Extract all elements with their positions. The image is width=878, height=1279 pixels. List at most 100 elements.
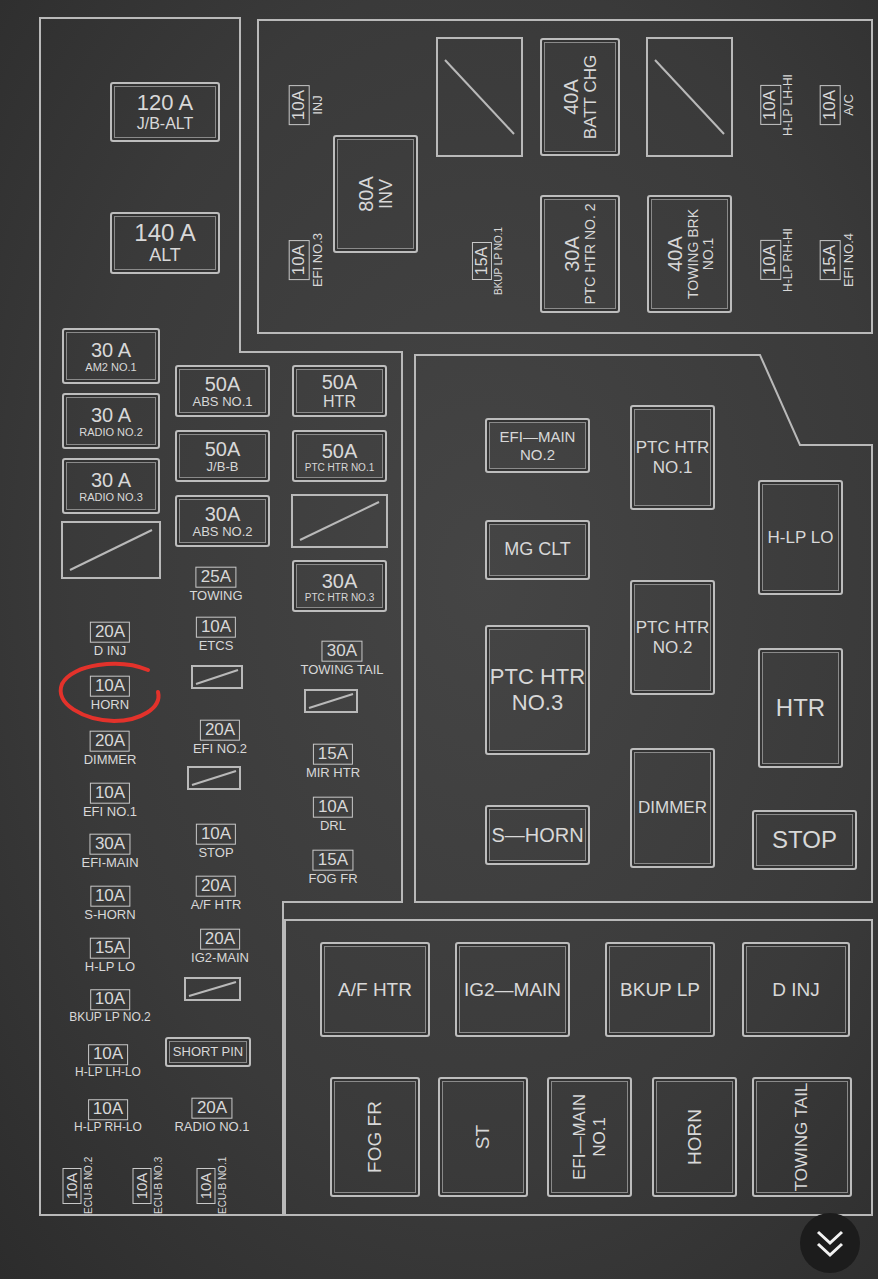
fuse-name: IG2-MAIN xyxy=(191,950,249,965)
slot-label-group: 40ABATT CHG xyxy=(560,55,601,139)
fuse-slot: 30ATOWING TAIL xyxy=(290,637,394,681)
relay-name: EFI—MAIN NO.1 xyxy=(569,1081,610,1193)
fuse-name: ECU-B NO.2 xyxy=(82,1158,94,1214)
fuse-rating: 30 A xyxy=(79,469,143,491)
fuse-name: EFI NO.3 xyxy=(310,233,325,287)
fuse-name: PTC HTR NO. 2 xyxy=(583,203,598,304)
relay-slot: STOP xyxy=(752,810,857,870)
slot-label-group: HTR xyxy=(776,694,825,723)
slot-label-group: 15AEFI NO.4 xyxy=(820,233,857,287)
relay-slot: IG2—MAIN xyxy=(455,942,570,1037)
scroll-button xyxy=(800,1213,860,1273)
fuse-name: PTC HTR NO.1 xyxy=(305,462,374,473)
slot-label-group: 10AS-HORN xyxy=(84,886,135,923)
relay-slot: PTC HTR NO.2 xyxy=(630,580,715,695)
fuse-name: H-LP LH-HI xyxy=(782,74,796,136)
slot-label-group: 140 AALT xyxy=(134,220,195,266)
relay-name: PTC HTR NO.3 xyxy=(489,664,586,717)
fuse-rating: 80A xyxy=(355,176,377,212)
fuse-name: INV xyxy=(377,176,397,212)
relay-slot: EFI—MAIN NO.2 xyxy=(485,418,590,473)
fuse-name: ABS NO.1 xyxy=(193,395,253,409)
slot-label-group: 20AIG2-MAIN xyxy=(191,929,249,966)
slot-label-group: 10ADRL xyxy=(313,797,353,834)
slot-label-group: H-LP LO xyxy=(768,527,834,547)
fuse-slot: 10AINJ xyxy=(280,55,334,155)
slot-label-group: 30 AAM2 NO.1 xyxy=(85,339,136,373)
slot-label-group: S—HORN xyxy=(491,823,583,847)
slot-label-group: 10AINJ xyxy=(289,85,326,125)
fuse-slot: 15AH-LP LO xyxy=(62,934,158,978)
fuse-name: H-LP LO xyxy=(85,959,135,974)
slot-label-group: 10AETCS xyxy=(196,617,236,654)
fuse-slot: 10AS-HORN xyxy=(62,882,158,926)
relay-name: MG CLT xyxy=(504,539,571,561)
fuse-rating: 20A xyxy=(200,929,240,950)
relay-slot: TOWING TAIL xyxy=(752,1077,852,1197)
fuse-slot: 40ATOWING BRK NO.1 xyxy=(647,195,732,313)
relay-name: PTC HTR NO.2 xyxy=(634,617,711,658)
fuse-slot: 10ABKUP LP NO.2 xyxy=(58,985,162,1029)
fuse-name: ETCS xyxy=(196,638,236,653)
fuse-name: A/F HTR xyxy=(191,897,242,912)
relay-name: HTR xyxy=(776,694,825,723)
empty-slots xyxy=(62,38,732,1000)
fuse-name: MIR HTR xyxy=(306,765,360,780)
fuse-rating: 10A xyxy=(90,886,130,907)
fuse-rating: 20A xyxy=(90,622,130,643)
slot-label-group: 10AA/C xyxy=(820,85,857,125)
fuse-rating: 10A xyxy=(196,824,236,845)
slot-label-group: 30APTC HTR NO.3 xyxy=(305,570,374,603)
relay-name: SHORT PIN xyxy=(173,1044,243,1060)
relay-name: EFI—MAIN NO.2 xyxy=(489,428,586,464)
slot-label-group: 15ABKUP LP NO.1 xyxy=(472,227,504,295)
relay-slot: EFI—MAIN NO.1 xyxy=(547,1077,632,1197)
relay-name: BKUP LP xyxy=(620,978,700,1001)
fuse-slot: 30AEFI-MAIN xyxy=(62,830,158,874)
fuse-rating: 50A xyxy=(205,438,241,460)
fuse-slot: 30 ARADIO NO.3 xyxy=(62,458,160,514)
relay-slot: D INJ xyxy=(742,942,850,1037)
slot-label-group: 10AH-LP LH-LO xyxy=(75,1044,141,1079)
fuse-rating: 10A xyxy=(820,85,841,125)
slot-label-group: 20AA/F HTR xyxy=(191,876,242,913)
fuse-slot: 50APTC HTR NO.1 xyxy=(292,430,387,482)
relay-slot: BKUP LP xyxy=(605,942,715,1037)
fuse-slot: 10ADRL xyxy=(295,793,371,837)
relay-slot: PTC HTR NO.1 xyxy=(630,405,715,510)
slot-label-group: PTC HTR NO.1 xyxy=(634,437,711,478)
fuse-rating: 30A xyxy=(90,834,130,855)
fuse-rating: 30A xyxy=(305,570,374,592)
fuse-rating: 50A xyxy=(305,440,374,462)
fuse-rating: 140 A xyxy=(134,220,195,246)
fuse-name: TOWING BRK NO.1 xyxy=(685,199,716,309)
fuse-slot: 10AH-LP LH-LO xyxy=(58,1040,158,1084)
slot-label-group: D INJ xyxy=(772,978,820,1001)
fuse-rating: 20A xyxy=(90,731,130,752)
slot-label-group: 15AMIR HTR xyxy=(306,744,360,781)
relay-name: DIMMER xyxy=(638,798,707,818)
slot-label-group: 10AECU-B NO.2 xyxy=(63,1158,94,1214)
fuse-slot: 20ADIMMER xyxy=(62,727,158,771)
fuse-rating: 15A xyxy=(472,242,492,280)
fuse-rating: 20A xyxy=(200,720,240,741)
slot-label-group: 50APTC HTR NO.1 xyxy=(305,440,374,473)
fuse-slot: 50AJ/B-B xyxy=(175,430,270,482)
slot-label-group: 10AEFI NO.3 xyxy=(289,233,326,287)
fuse-rating: 10A xyxy=(90,783,130,804)
fuse-rating: 10A xyxy=(289,240,310,280)
fuse-rating: 30 A xyxy=(85,339,136,361)
fuse-name: H-LP RH-HI xyxy=(782,228,796,292)
fuse-name: H-LP RH-LO xyxy=(74,1121,142,1135)
fuse-slot: 40ABATT CHG xyxy=(540,38,620,156)
fuse-slot: 20AD INJ xyxy=(68,618,152,662)
slot-label-group: MG CLT xyxy=(504,539,571,561)
fuse-name: ECU-B NO.1 xyxy=(216,1158,228,1214)
fuse-slot: 30AABS NO.2 xyxy=(175,495,270,547)
fuse-slot: 50AHTR xyxy=(292,365,387,417)
fuse-rating: 10A xyxy=(90,676,130,697)
slot-label-group: 50AJ/B-B xyxy=(205,438,241,474)
fuse-rating: 15A xyxy=(313,744,353,765)
fuse-rating: 50A xyxy=(322,371,358,393)
fuse-slot: 10AHORN xyxy=(68,672,152,716)
